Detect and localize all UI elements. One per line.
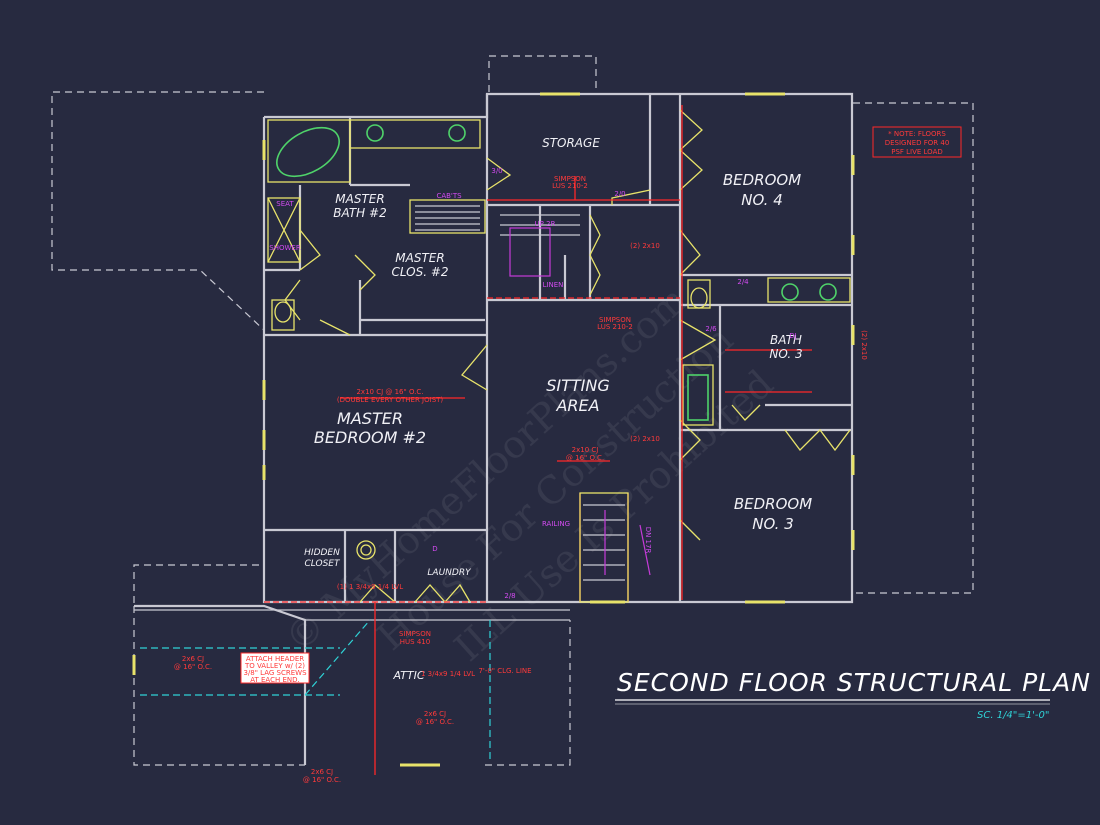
room-labels: STORAGE BEDROOM NO. 4 MASTER BATH #2 MAS… [304,136,812,682]
label-sitting-b: AREA [555,396,599,415]
label-bath3-a: BATH [770,333,802,347]
attic-cj-2: @ 16" O.C. [416,718,454,726]
floor-note-2: DESIGNED FOR 40 [885,139,950,147]
simpson-mid-1: SIMPSON [599,316,631,324]
railing-label: RAILING [542,520,570,528]
plan-scale: SC. 1/4"=1'-0" [977,710,1049,721]
label-bedroom3-b: NO. 3 [752,515,794,533]
label-attic: ATTIC [392,669,424,682]
stair-up-label: UP 2R [535,220,556,228]
attach-note-3: 3/8" LAG SCREWS [243,669,307,677]
structural-notes: * NOTE: FLOORS DESIGNED FOR 40 PSF LIVE … [174,126,962,784]
label-bedroom4-a: BEDROOM [723,171,801,189]
structural-lines [140,105,812,775]
label-master-clos-a: MASTER [395,251,444,265]
lvl-note-1: (1) 1 3/4x9 1/4 LVL [337,583,403,591]
cabinets-label: CAB'TS [436,192,462,200]
size-210-label: 2/0 [614,190,625,198]
dj-label: DJ [789,332,796,340]
attic-left-2: @ 16" O.C. [174,663,212,671]
simpson-mid-2: LUS 210-2 [597,323,633,331]
size-310-label: 3/0 [491,167,502,175]
master-joist-2: (DOUBLE EVERY OTHER JOIST) [337,396,444,404]
size-26-label: 2/6 [705,325,717,333]
simpson-top-2: LUS 210-2 [552,182,588,190]
shower-label: SHOWER [269,244,301,252]
interior-walls [264,94,852,602]
label-laundry: LAUNDRY [427,568,472,578]
dryer-label: D [432,545,437,553]
header-2x10-c: (2) 2x10 [860,330,868,360]
simpson-top-1: SIMPSON [554,175,586,183]
attach-note-2: TO VALLEY w/ (2) [244,662,305,670]
magenta-annotations: RAILING UP 2R LINEN DJ D CAB'TS SEAT SHO… [269,167,796,600]
lvl-note-2: 1 3/4x9 1/4 LVL [421,670,475,678]
sitting-joist-2: @ 16" O.C. [566,454,604,462]
sitting-joist-1: 2x10 CJ [572,446,599,454]
header-2x10-a: (2) 2x10 [630,242,660,250]
label-bath3-b: NO. 3 [769,347,802,361]
title-block: SECOND FLOOR STRUCTURAL PLAN SC. 1/4"=1'… [615,668,1091,721]
master-joist-1: 2x10 CJ @ 16" O.C. [356,388,423,396]
attic-bot-1: 2x6 CJ [311,768,333,776]
simpson-bot-1: SIMPSON [399,630,431,638]
label-master-bath-b: BATH #2 [333,206,386,220]
ceiling-line-note: 7'-0" CLG. LINE [478,667,531,675]
attic-cj-1: 2x6 CJ [424,710,446,718]
size-28-label: 2/8 [504,592,515,600]
floor-note-1: * NOTE: FLOORS [888,130,946,138]
label-bedroom4-b: NO. 4 [741,191,783,209]
label-storage: STORAGE [542,136,600,150]
label-hidden-b: CLOSET [304,559,341,569]
label-bedroom3-a: BEDROOM [734,495,812,513]
simpson-bot-2: HUS 410 [400,638,430,646]
stairs [500,214,651,603]
label-sitting-a: SITTING [546,376,610,395]
attach-note-4: AT EACH END. [250,676,300,684]
header-2x10-b: (2) 2x10 [630,435,660,443]
linen-label: LINEN [543,281,564,289]
floor-note-3: PSF LIVE LOAD [891,148,943,156]
seat-label: SEAT [276,200,294,208]
size-24-label: 2/4 [737,278,749,286]
label-master-bath-a: MASTER [335,192,384,206]
dn-label: DN 17R [644,527,652,554]
plan-title: SECOND FLOOR STRUCTURAL PLAN [617,668,1091,697]
attic-bot-2: @ 16" O.C. [303,776,341,784]
label-master-bedroom-a: MASTER [337,409,403,428]
watermark-line-2: House For Construction [369,317,742,659]
label-master-clos-b: CLOS. #2 [391,265,448,279]
attic-left-1: 2x6 CJ [182,655,204,663]
label-hidden-a: HIDDEN [304,548,340,558]
attach-note-1: ATTACH HEADER [246,655,304,663]
label-master-bedroom-b: BEDROOM #2 [314,428,426,447]
